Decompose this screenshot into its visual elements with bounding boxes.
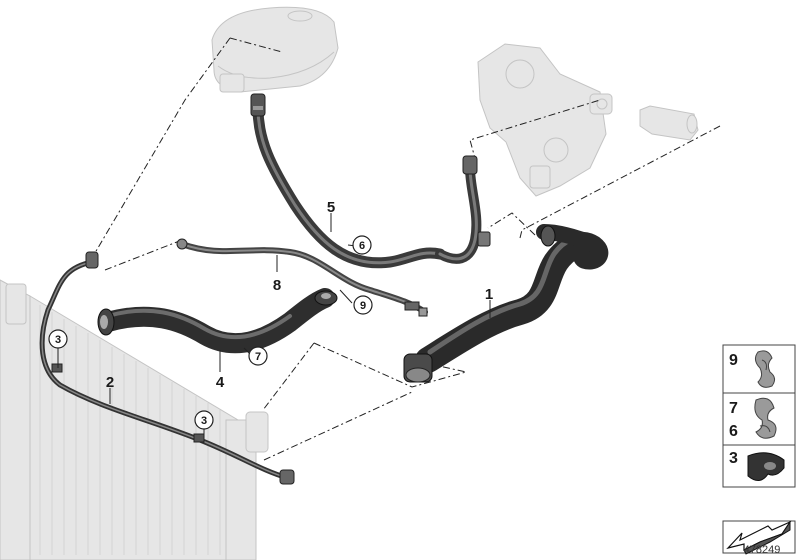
label-part-6: 6 (359, 240, 365, 252)
label-part-3b: 3 (201, 415, 207, 427)
key-label-9: 9 (729, 352, 738, 369)
callout-3b-circle (194, 410, 214, 430)
label-part-7: 7 (255, 351, 261, 363)
clip-3-icon (747, 452, 785, 481)
hose-4 (97, 288, 338, 354)
hose-2 (39, 251, 295, 485)
callout-7-circle (248, 346, 268, 366)
hose-6 (435, 155, 491, 264)
diagram-number: 478249 (744, 544, 781, 556)
label-part-4: 4 (216, 374, 225, 391)
hose-5 (250, 93, 446, 269)
key-label-7: 7 (729, 400, 738, 417)
label-part-9: 9 (360, 300, 366, 312)
radiator (0, 279, 269, 560)
parts-key: 9 7 6 3 (722, 344, 796, 555)
engine-component (477, 43, 613, 197)
label-part-2: 2 (106, 374, 114, 391)
key-label-6: 6 (729, 423, 738, 440)
hose-1 (403, 224, 609, 383)
direction-arrow-icon (726, 520, 792, 555)
label-part-3a: 3 (55, 334, 61, 346)
callout-6-circle (352, 235, 372, 255)
label-part-8: 8 (273, 277, 281, 294)
label-part-1: 1 (485, 286, 493, 303)
clip-9-icon (754, 350, 776, 388)
part-labels: 1 2 4 5 8 3 3 6 7 9 (48, 199, 493, 430)
callout-9-circle (353, 295, 373, 315)
clip-7-6-icon (754, 397, 777, 439)
key-label-3: 3 (729, 450, 738, 467)
label-part-5: 5 (327, 199, 335, 216)
hose-8 (176, 238, 428, 317)
callout-3a-circle (48, 329, 68, 349)
small-fitting (639, 105, 699, 141)
